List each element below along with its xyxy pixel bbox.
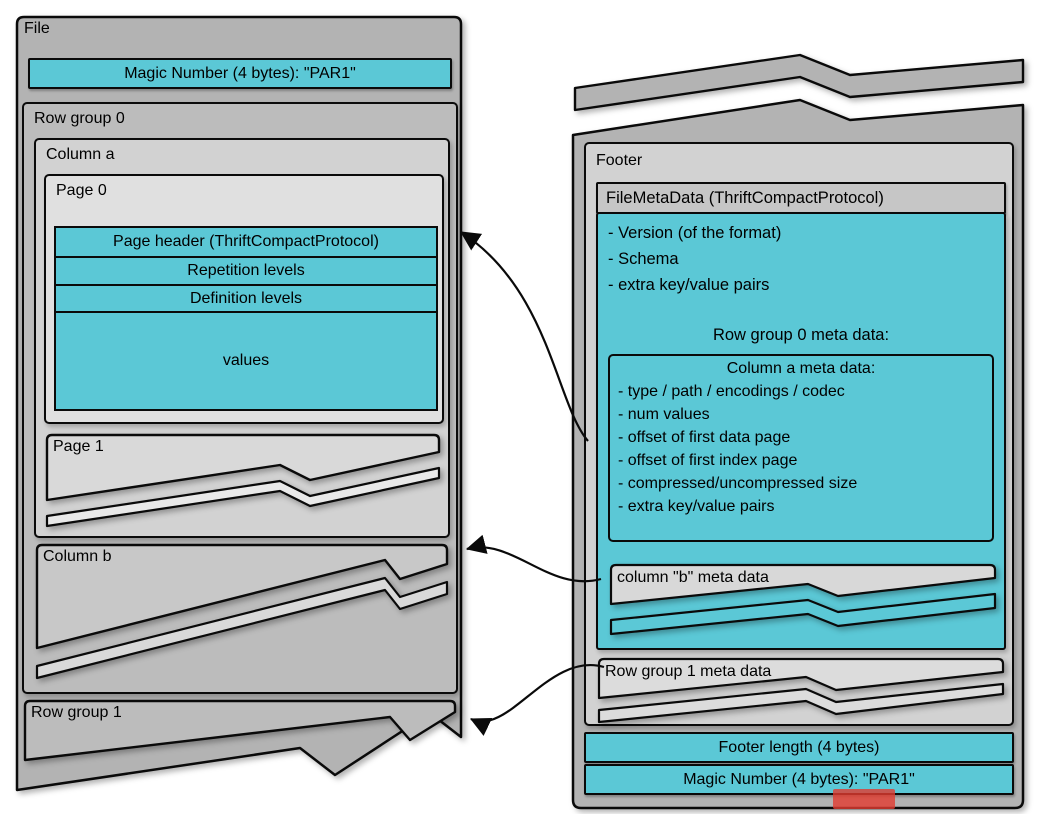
filemetadata-block: - Version (of the format) - Schema - ext… bbox=[596, 212, 1006, 650]
file-end-top-remnant bbox=[573, 53, 1025, 112]
page-1-outline bbox=[45, 433, 441, 502]
row-group-0-box: Row group 0 Column a Page 0 Page header … bbox=[22, 102, 458, 694]
magic-number-bottom-bar: Magic Number (4 bytes): "PAR1" bbox=[584, 764, 1014, 795]
values-bar: values bbox=[54, 311, 438, 412]
meta-line-extra-kv: - extra key/value pairs bbox=[608, 276, 770, 294]
column-b-meta-torn-shape bbox=[609, 563, 997, 636]
filemetadata-header: FileMetaData (ThriftCompactProtocol) bbox=[596, 182, 1006, 214]
row-group-0-meta-title: Row group 0 meta data: bbox=[712, 326, 890, 344]
magic-number-top-bar: Magic Number (4 bytes): "PAR1" bbox=[28, 58, 452, 89]
page-0-box: Page 0 Page header (ThriftCompactProtoco… bbox=[44, 174, 444, 424]
column-a-box: Column a Page 0 Page header (ThriftCompa… bbox=[34, 138, 450, 538]
row-group-0-label: Row group 0 bbox=[34, 110, 125, 127]
footer-box: Footer FileMetaData (ThriftCompactProtoc… bbox=[584, 142, 1014, 726]
arrow-column-a-meta-to-page-0 bbox=[460, 231, 589, 442]
column-a-meta-line-type: - type / path / encodings / codec bbox=[618, 383, 845, 400]
footer-label: Footer bbox=[596, 152, 643, 169]
page-1-box: Page 1 bbox=[44, 432, 444, 532]
footer-length-bar: Footer length (4 bytes) bbox=[584, 732, 1014, 763]
column-a-label: Column a bbox=[46, 146, 115, 163]
column-a-meta-box: Column a meta data: - type / path / enco… bbox=[608, 354, 994, 542]
column-b-torn-shape bbox=[35, 543, 449, 680]
row-group-1-meta-label: Row group 1 meta data bbox=[605, 663, 772, 680]
column-b-remnant bbox=[35, 576, 449, 680]
definition-levels-bar: Definition levels bbox=[54, 283, 438, 314]
meta-line-schema: - Schema bbox=[608, 250, 679, 268]
page-header-bar: Page header (ThriftCompactProtocol) bbox=[54, 226, 438, 258]
page-1-remnant bbox=[45, 466, 441, 528]
column-a-meta-title: Column a meta data: bbox=[726, 360, 876, 377]
column-b-meta-label: column "b" meta data bbox=[617, 569, 769, 586]
row-group-1-outline bbox=[23, 699, 457, 762]
meta-line-version: - Version (of the format) bbox=[608, 224, 782, 242]
column-a-meta-line-offset-data: - offset of first data page bbox=[618, 429, 791, 446]
page-1-torn-shape bbox=[45, 433, 441, 528]
repetition-levels-bar: Repetition levels bbox=[54, 255, 438, 286]
page-0-bars: Page header (ThriftCompactProtocol) Repe… bbox=[54, 226, 438, 412]
column-b-meta-remnant bbox=[609, 592, 997, 636]
page-0-label: Page 0 bbox=[56, 182, 107, 199]
row-group-1-label: Row group 1 bbox=[31, 704, 122, 721]
column-a-meta-line-numvalues: - num values bbox=[618, 406, 710, 423]
row-group-1-torn-shape bbox=[23, 699, 457, 762]
column-b-meta-strip: column "b" meta data bbox=[608, 562, 998, 650]
file-end-box: Footer FileMetaData (ThriftCompactProtoc… bbox=[570, 50, 1028, 814]
column-a-meta-line-size: - compressed/uncompressed size bbox=[618, 475, 858, 492]
column-b-outline bbox=[35, 543, 449, 650]
row-group-1-meta-remnant bbox=[597, 682, 1005, 724]
page-1-label: Page 1 bbox=[53, 438, 104, 455]
row-group-1-meta-strip: Row group 1 meta data bbox=[596, 656, 1006, 728]
file-box: File Magic Number (4 bytes): "PAR1" Row … bbox=[14, 14, 464, 806]
file-label: File bbox=[24, 20, 50, 37]
column-b-meta-outline bbox=[609, 563, 997, 606]
column-a-meta-line-offset-index: - offset of first index page bbox=[618, 452, 798, 469]
column-b-box: Column b bbox=[34, 542, 450, 682]
row-group-1-meta-torn-shape bbox=[597, 657, 1005, 724]
row-group-1-meta-outline bbox=[597, 657, 1005, 700]
red-watermark bbox=[833, 789, 895, 809]
column-a-meta-line-extra-kv: - extra key/value pairs bbox=[618, 498, 775, 515]
row-group-1-box: Row group 1 bbox=[22, 698, 458, 800]
column-b-label: Column b bbox=[43, 548, 112, 565]
